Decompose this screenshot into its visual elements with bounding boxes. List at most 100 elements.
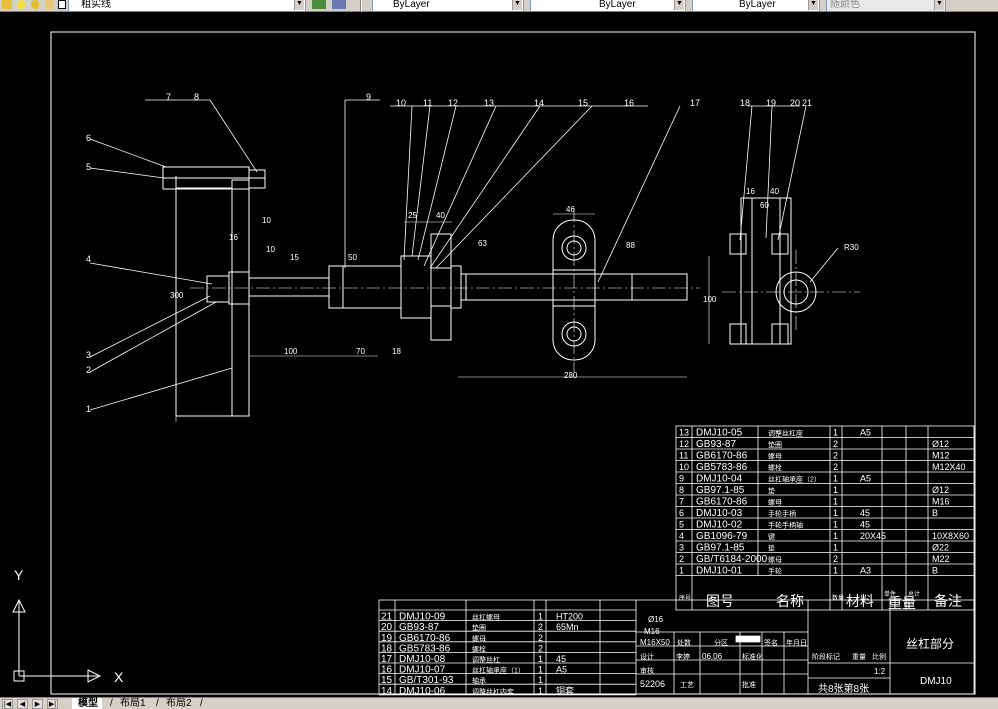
parts-row-no: 3	[679, 543, 684, 553]
balloon-3: 3	[86, 350, 91, 360]
title-row-code: GB5783-86	[399, 643, 451, 654]
balloon-1: 1	[86, 404, 91, 414]
lineweight-select[interactable]: ByLayer ▼	[692, 0, 820, 11]
parts-row-name: 键	[768, 532, 775, 541]
balloon-13: 13	[484, 98, 494, 108]
bearing-seat	[400, 255, 432, 319]
title-row-material: A5	[556, 665, 567, 675]
title-row-material: 铜套	[556, 685, 574, 696]
parts-row-name: 手轮手柄轴	[768, 521, 803, 530]
layer-select[interactable]: 粗实线 ▼	[68, 0, 306, 11]
layer-manager-icon[interactable]	[2, 0, 12, 9]
parts-header-no: 序号	[679, 594, 691, 602]
chevron-down-icon[interactable]: ▼	[934, 0, 944, 10]
chevron-down-icon[interactable]: ▼	[294, 0, 304, 10]
next-tab-button[interactable]: ▶	[32, 699, 43, 709]
parts-row-code: DMJ10-04	[696, 474, 743, 485]
title-row-name: 调整丝杠	[472, 655, 500, 664]
parts-row-name: 调整丝杠座	[768, 429, 803, 438]
parts-row-qty: 1	[833, 485, 838, 495]
hub-nut	[206, 275, 230, 303]
title-row-qty: 1	[538, 686, 543, 696]
parts-row-note: 10X8X60	[932, 531, 969, 541]
parts-row-no: 12	[679, 439, 689, 449]
dim-text: 50	[348, 253, 357, 262]
balloon-2: 2	[86, 365, 91, 375]
parts-row-name: 垫	[768, 486, 775, 495]
color-select[interactable]: ByLayer ▼	[372, 0, 524, 11]
end-view-bracket	[740, 197, 792, 345]
parts-row-note: M16	[932, 497, 950, 507]
parts-row-qty: 1	[833, 520, 838, 530]
parts-row-no: 1	[679, 566, 684, 576]
title-row-no: 15	[381, 675, 393, 686]
label-count: 处数	[677, 638, 691, 647]
label-stage: 阶段标记	[812, 652, 840, 661]
title-row-material: 45	[556, 654, 566, 664]
first-tab-button[interactable]: |◀	[2, 699, 13, 709]
title-row-code: DMJ10-08	[399, 654, 446, 665]
parts-row-qty: 2	[833, 451, 838, 461]
parts-row-qty: 1	[833, 566, 838, 576]
parts-header-total: 总计	[908, 590, 920, 598]
parts-row-code: DMJ10-01	[696, 566, 743, 577]
chevron-down-icon[interactable]: ▼	[808, 0, 818, 10]
chevron-down-icon[interactable]: ▼	[512, 0, 522, 10]
title-row-code: DMJ10-07	[399, 665, 446, 676]
balloon-18: 18	[740, 98, 750, 108]
layer-previous-icon[interactable]	[332, 0, 346, 9]
parts-row-material: A5	[860, 474, 871, 484]
plotstyle-select[interactable]: 随颜色 ▼	[826, 0, 946, 11]
parts-row-no: 11	[679, 451, 688, 461]
parts-row-material: A3	[860, 566, 871, 576]
balloon-9: 9	[366, 92, 371, 102]
design-date: 06.06	[702, 652, 723, 661]
drawing-frame	[50, 31, 976, 695]
parts-header-unit: 单件	[884, 590, 896, 598]
title-row-no: 14	[381, 686, 393, 697]
parts-row-qty: 1	[833, 531, 838, 541]
parts-row-code: GB/T6184-2000	[696, 554, 768, 565]
prev-tab-button[interactable]: ◀	[17, 699, 28, 709]
parts-row-qty: 1	[833, 428, 838, 438]
parts-row-qty: 2	[833, 439, 838, 449]
make-current-layer-icon[interactable]	[312, 0, 326, 9]
parts-row-note: Ø12	[932, 439, 949, 449]
parts-row-qty: 1	[833, 543, 838, 553]
layer-freeze-icon[interactable]	[31, 0, 39, 9]
parts-header-weight: 重量	[888, 595, 916, 611]
last-tab-button[interactable]: ▶|	[47, 699, 58, 709]
parts-row-name: 丝杠轴承座（2）	[768, 475, 821, 484]
tab-model[interactable]: 模型	[72, 698, 102, 709]
parts-row-code: GB6170-86	[696, 451, 748, 462]
parts-row-code: GB6170-86	[696, 497, 748, 508]
parts-row-name: 垫	[768, 544, 775, 553]
title-row-material: HT200	[556, 612, 583, 622]
label-design: 设计	[640, 652, 654, 661]
chevron-down-icon[interactable]: ▼	[674, 0, 684, 10]
layer-on-icon[interactable]	[17, 0, 25, 9]
sheet-count: 共8张第8张	[818, 682, 869, 695]
parts-row-code: DMJ10-05	[696, 428, 743, 439]
dim-text: 18	[392, 347, 401, 356]
dim-text: 280	[564, 371, 578, 380]
dim-text: 100	[284, 347, 298, 356]
parts-row-code: DMJ10-03	[696, 508, 743, 519]
parts-row-note: M12	[932, 451, 950, 461]
balloon-7: 7	[166, 92, 171, 102]
lineweight-value: ByLayer	[739, 0, 776, 10]
tab-layout1[interactable]: 布局1	[120, 698, 146, 709]
layer-lock-icon[interactable]	[45, 0, 53, 9]
parts-row-material: A5	[860, 428, 871, 438]
tab-layout2[interactable]: 布局2	[166, 698, 192, 709]
parts-row-note: M12X40	[932, 462, 966, 472]
title-row-code: DMJ10-06	[399, 686, 446, 697]
drawing-canvas[interactable]: 6 5 4 3 2 1 7 8 9 10 11 12 13 14 15 16 1…	[0, 12, 998, 697]
dim-text: 10	[266, 245, 275, 254]
layout-tabs: |◀ ◀ ▶ ▶| 模型 / 布局1 / 布局2 /	[0, 697, 998, 709]
parts-table	[675, 425, 975, 611]
linetype-select[interactable]: ByLayer ▼	[530, 0, 686, 11]
stamp: 52206	[640, 679, 665, 689]
parts-row-name: 螺栓	[768, 463, 782, 472]
note-m16x50: M16X50	[640, 638, 670, 647]
